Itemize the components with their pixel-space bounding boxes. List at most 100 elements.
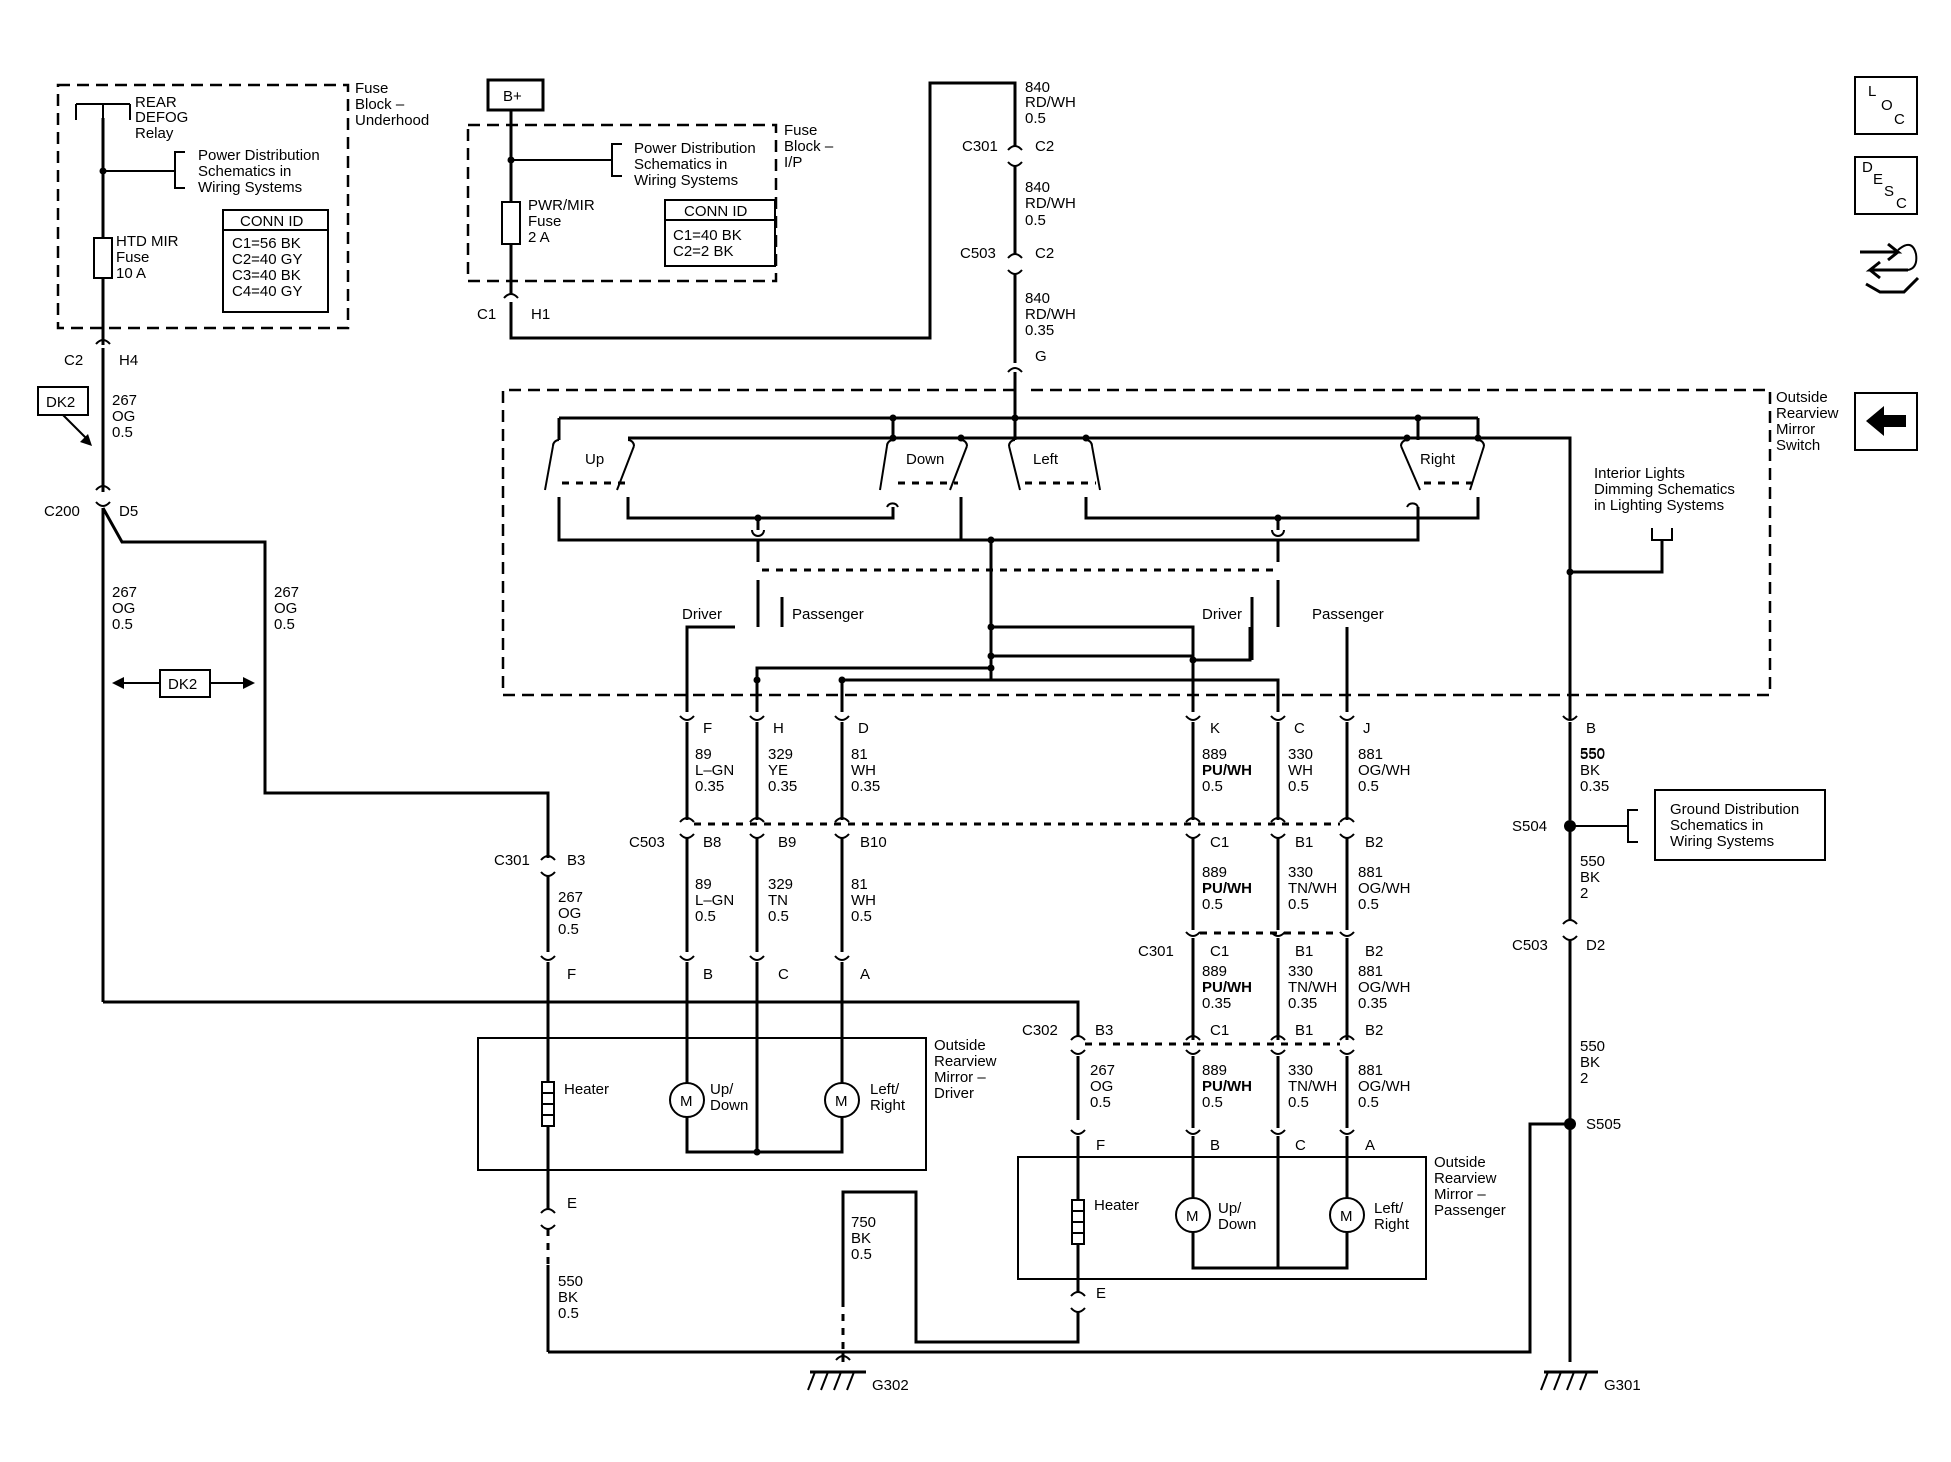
selector-driver-b: Driver bbox=[1202, 606, 1242, 623]
dk2-ref[interactable]: DK2 bbox=[37, 386, 92, 446]
conn-b1: B1 bbox=[1295, 834, 1313, 851]
wire-gauge: 0.35 bbox=[695, 778, 724, 795]
motor-icon: M bbox=[1175, 1197, 1211, 1233]
motor-icon: M bbox=[669, 1082, 705, 1118]
conn-id-table-ip: CONN ID C1=40 BK C2=2 BK bbox=[664, 199, 776, 267]
wire-330: 330 bbox=[1288, 864, 1313, 881]
power-ref-ip-3: Wiring Systems bbox=[634, 172, 738, 189]
conn-d5: D5 bbox=[119, 503, 138, 520]
mirror-passenger: F B C A Outside Rearview Mirror – Passen… bbox=[841, 1129, 1506, 1344]
wire-gauge: 0.5 bbox=[558, 921, 579, 938]
wire-puwh: PU/WH bbox=[1202, 979, 1252, 996]
motor-symbol: M bbox=[680, 1093, 693, 1110]
motor-up-down-2: Down bbox=[710, 1097, 748, 1114]
wire-puwh: PU/WH bbox=[1202, 762, 1252, 779]
conn-c1: C1 bbox=[1210, 834, 1229, 851]
ground-ref-2: Schematics in bbox=[1670, 817, 1763, 834]
selector-passenger-b: Passenger bbox=[1312, 606, 1384, 623]
pwr-mir-fuse-2: Fuse bbox=[528, 213, 561, 230]
conn-b: B bbox=[1210, 1137, 1220, 1154]
conn-id-row: C2=40 GY bbox=[232, 251, 302, 268]
motor-left-right-1: Left/ bbox=[1374, 1200, 1404, 1217]
wire-889: 889 bbox=[1202, 864, 1227, 881]
connector-swap-icon[interactable] bbox=[1860, 242, 1920, 294]
conn-a: A bbox=[860, 966, 870, 983]
conn-f: F bbox=[567, 966, 576, 983]
interior-lights-3: in Lighting Systems bbox=[1594, 497, 1724, 514]
interior-lights-2: Dimming Schematics bbox=[1594, 481, 1735, 498]
wire-gauge: 0.35 bbox=[1580, 778, 1609, 795]
wire-rdwh: RD/WH bbox=[1025, 195, 1076, 212]
power-ref-ip-2: Schematics in bbox=[634, 156, 727, 173]
wire-og: OG bbox=[1090, 1078, 1113, 1095]
wire-gauge: 0.5 bbox=[1202, 778, 1223, 795]
dk2-double-arrow[interactable]: DK2 bbox=[112, 669, 255, 698]
relay-label-2: DEFOG bbox=[135, 109, 188, 126]
heater-label: Heater bbox=[564, 1081, 609, 1098]
wire-gauge: 0.5 bbox=[1090, 1094, 1111, 1111]
wire-rdwh: RD/WH bbox=[1025, 306, 1076, 323]
htd-mir-fuse-3: 10 A bbox=[116, 265, 146, 282]
wire-840: 840 bbox=[1025, 290, 1050, 307]
wire-267: 267 bbox=[274, 584, 299, 601]
wire-gauge: 0.5 bbox=[1358, 778, 1379, 795]
wire-gauge: 0.5 bbox=[558, 1305, 579, 1322]
c301-right-row: C301 C1 B1 B2 889 PU/WH 0.35 330 TN/WH 0… bbox=[1138, 931, 1411, 1040]
conn-id-row: C2=2 BK bbox=[673, 243, 733, 260]
wire-lgn: L–GN bbox=[695, 892, 734, 909]
conn-e: E bbox=[1096, 1285, 1106, 1302]
wire-tnwh: TN/WH bbox=[1288, 979, 1337, 996]
conn-d: D bbox=[858, 720, 869, 737]
ground-g301: G301 bbox=[1604, 1377, 1641, 1394]
loc-icon-o: O bbox=[1881, 97, 1893, 114]
power-ref-underhood-2: Schematics in bbox=[198, 163, 291, 180]
back-button[interactable] bbox=[1854, 392, 1918, 451]
wire-81: 81 bbox=[851, 746, 868, 763]
conn-c: C bbox=[1294, 720, 1305, 737]
wire-gauge: 0.35 bbox=[1202, 995, 1231, 1012]
wire-puwh: PU/WH bbox=[1202, 1078, 1252, 1095]
wire-550: 550 bbox=[1580, 746, 1605, 763]
wire-tn: TN bbox=[768, 892, 788, 909]
conn-b: B bbox=[1586, 720, 1596, 737]
conn-c503: C503 bbox=[960, 245, 996, 262]
relay-icon bbox=[75, 103, 131, 120]
conn-c503: C503 bbox=[629, 834, 665, 851]
battery-box bbox=[486, 78, 545, 112]
wire-bk: BK bbox=[1580, 1054, 1600, 1071]
selector-driver-a: Driver bbox=[682, 606, 722, 623]
arrow-icon bbox=[80, 434, 92, 446]
wire-750: 750 bbox=[851, 1214, 876, 1231]
ground-icon bbox=[807, 1355, 866, 1391]
wire-ogwh: OG/WH bbox=[1358, 1078, 1411, 1095]
wire-wh: WH bbox=[1288, 762, 1313, 779]
motor-symbol: M bbox=[1340, 1208, 1353, 1225]
conn-h: H bbox=[773, 720, 784, 737]
conn-id-header: CONN ID bbox=[240, 213, 304, 230]
desc-button[interactable]: D E S C bbox=[1854, 156, 1918, 215]
fuse-icon bbox=[501, 201, 521, 245]
wire-550: 550 bbox=[1580, 853, 1605, 870]
loc-button[interactable]: L O C bbox=[1854, 76, 1918, 135]
wire-881: 881 bbox=[1358, 864, 1383, 881]
wire-330: 330 bbox=[1288, 746, 1313, 763]
switch-right: Right bbox=[1420, 451, 1456, 468]
motor-up-down-1: Up/ bbox=[1218, 1200, 1242, 1217]
pwr-mir-fuse-3: 2 A bbox=[528, 229, 550, 246]
wire-ye: YE bbox=[768, 762, 788, 779]
ground-circuit: 550 S504 Ground Distribution Schematics … bbox=[1512, 745, 1826, 1394]
switch-connector-row: F H D K C J B 89 L–GN 0.35 329 YE 0.35 8… bbox=[679, 715, 1609, 820]
conn-h1: H1 bbox=[531, 306, 550, 323]
wire-550: 550 bbox=[558, 1273, 583, 1290]
mirror-driver: C301 B3 267 OG 0.5 F B C A Outside Rearv… bbox=[477, 852, 997, 1352]
conn-h4: H4 bbox=[119, 352, 138, 369]
conn-c1: C1 bbox=[477, 306, 496, 323]
conn-k: K bbox=[1210, 720, 1220, 737]
wire-gauge: 0.5 bbox=[1202, 896, 1223, 913]
ground-ref-3: Wiring Systems bbox=[1670, 833, 1774, 850]
wire-gauge: 0.5 bbox=[1025, 212, 1046, 229]
wire-881: 881 bbox=[1358, 963, 1383, 980]
wire-puwh: PU/WH bbox=[1202, 880, 1252, 897]
relay-label-1: REAR bbox=[135, 94, 177, 111]
mirror-driver-name-3: Mirror – bbox=[934, 1069, 986, 1086]
